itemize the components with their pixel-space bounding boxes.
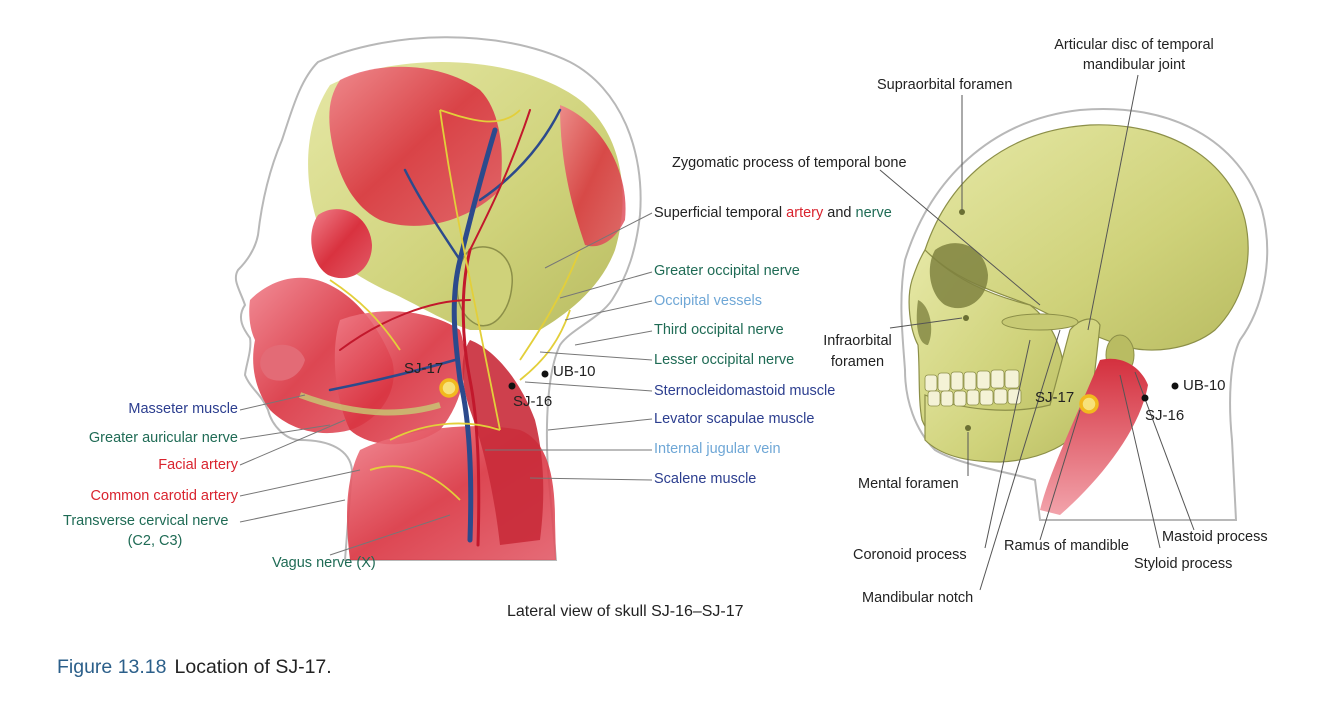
label-transverse-cervical-sub: (C2, C3) [127, 533, 183, 549]
label-sternocleidomastoid-muscle: Sternocleidomastoid muscle [654, 383, 836, 399]
left-mandible [298, 392, 441, 416]
mental-foramen-mark [965, 425, 971, 431]
label-internal-jugular-vein: Internal jugular vein [654, 441, 781, 457]
zygomatic-arch [1001, 313, 1079, 331]
label-scalene-muscle: Scalene muscle [654, 471, 757, 487]
label-infraorbital: Infraorbital [823, 333, 892, 349]
left-head-dissection [234, 36, 642, 561]
orbicularis-oculi [311, 209, 372, 279]
occipitalis-muscle [560, 105, 626, 247]
right-acupoints [1079, 382, 1179, 414]
right-sj16-marker [1141, 394, 1149, 402]
label-transverse-cervical-nerve: Transverse cervical nerve [63, 513, 229, 529]
label-infraorbital-2: foramen [830, 354, 885, 370]
lips [260, 344, 305, 381]
left-sj16-label: SJ-16 [513, 393, 553, 410]
right-sj17-marker [1079, 394, 1099, 414]
label-masseter-muscle: Masseter muscle [128, 401, 238, 417]
label-articular-disc-2: mandibular joint [1082, 57, 1186, 73]
label-greater-occipital-nerve: Greater occipital nerve [654, 263, 800, 279]
figure-caption: Figure 13.18 Location of SJ-17. [57, 656, 332, 679]
label-greater-auricular-nerve: Greater auricular nerve [88, 430, 238, 446]
label-third-occipital-nerve: Third occipital nerve [654, 322, 784, 338]
label-lesser-occipital-nerve: Lesser occipital nerve [654, 352, 795, 368]
right-ub10-marker [1171, 382, 1179, 390]
label-mental-foramen: Mental foramen [858, 476, 959, 492]
label-occipital-vessels: Occipital vessels [654, 293, 762, 309]
label-styloid-process: Styloid process [1134, 556, 1233, 572]
scm-muscle-shape [462, 340, 544, 545]
label-vagus-nerve: Vagus nerve (X) [272, 555, 376, 571]
label-coronoid-process: Coronoid process [853, 547, 967, 563]
figure-title: Location of SJ-17. [174, 656, 332, 678]
supraorbital-foramen-mark [959, 209, 965, 215]
figure-subcaption: Lateral view of skull SJ-16–SJ-17 [507, 603, 744, 620]
label-supraorbital-foramen: Supraorbital foramen [877, 77, 1013, 93]
left-vessels [328, 108, 562, 547]
label-facial-artery: Facial artery [158, 457, 238, 473]
label-common-carotid-artery: Common carotid artery [90, 488, 238, 504]
left-head-outline [234, 36, 642, 561]
left-sj16-marker [508, 382, 516, 390]
label-levator-scapulae-muscle: Levator scapulae muscle [654, 411, 815, 427]
label-articular-disc: Articular disc of temporal [1054, 37, 1214, 53]
right-skull-illustration [900, 108, 1269, 521]
right-ub10-label: UB-10 [1183, 377, 1226, 394]
left-acupoints [439, 370, 549, 398]
right-leader-lines [879, 74, 1195, 591]
right-sj16-label: SJ-16 [1145, 407, 1185, 424]
left-ub10-marker [541, 370, 549, 378]
right-scm-muscle [1040, 358, 1148, 515]
label-mastoid-process: Mastoid process [1162, 529, 1268, 545]
nasal-cavity [916, 300, 932, 345]
label-mandibular-notch: Mandibular notch [862, 590, 974, 606]
figure-number: Figure 13.18 [57, 656, 167, 678]
right-sj17-label: SJ-17 [1035, 389, 1075, 406]
label-zygomatic-process: Zygomatic process of temporal bone [672, 155, 907, 171]
left-nerves [329, 109, 581, 501]
temporalis-muscle [329, 66, 502, 226]
orbit [929, 243, 988, 309]
label-superficial-temporal: Superficial temporal artery and nerve [654, 205, 892, 221]
left-ub10-label: UB-10 [553, 363, 596, 380]
left-leader-lines [239, 212, 653, 556]
left-sj17-label: SJ-17 [404, 360, 444, 377]
left-sj17-marker [439, 378, 459, 398]
label-ramus-of-mandible: Ramus of mandible [1004, 538, 1129, 554]
infraorbital-foramen-mark [963, 315, 969, 321]
teeth [924, 369, 1022, 407]
right-head-outline [900, 108, 1269, 521]
